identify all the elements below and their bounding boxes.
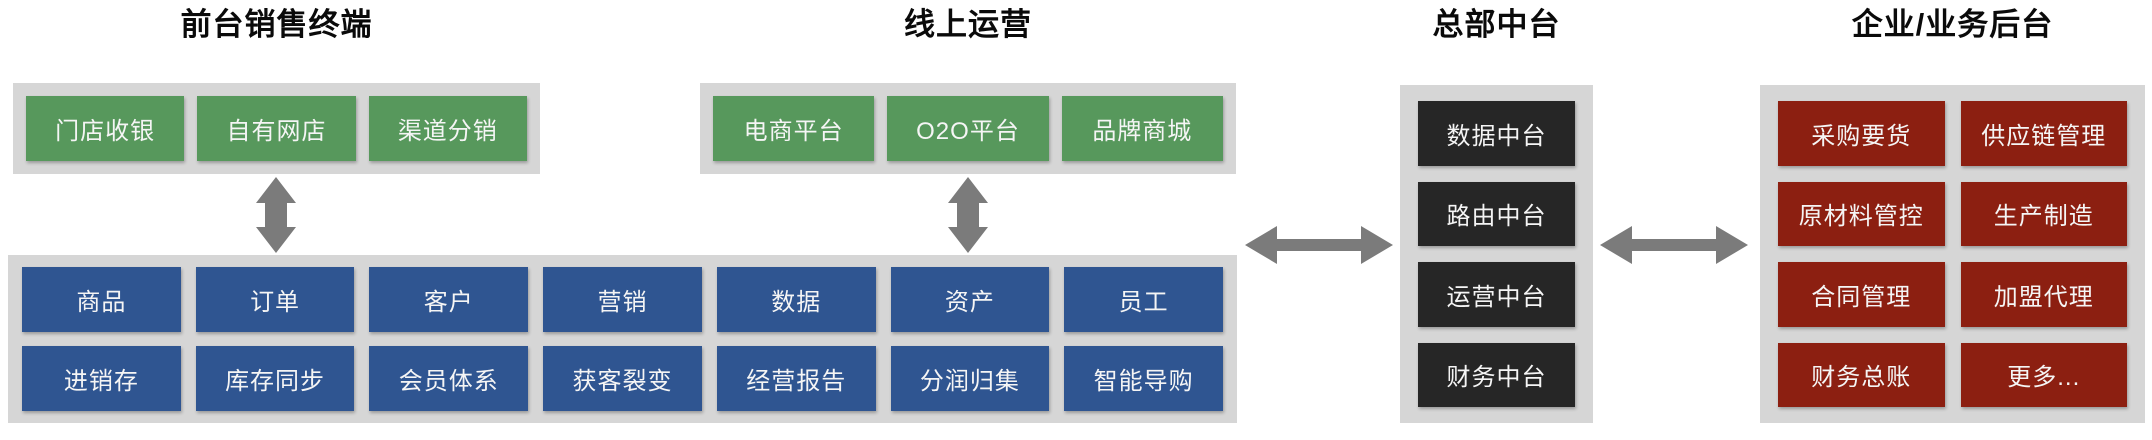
online-ops-box: 品牌商城 (1061, 96, 1223, 161)
front-terminal-box: 门店收银 (26, 96, 185, 161)
front-terminal-box: 渠道分销 (368, 96, 527, 161)
middle-platform-cell: 营销 (543, 267, 702, 332)
hq-platform-box: 数据中台 (1418, 101, 1575, 166)
online-ops-box: 电商平台 (713, 96, 875, 161)
backend-box: 合同管理 (1778, 262, 1945, 327)
section-title-online-ops: 线上运营 (904, 7, 1032, 42)
backend-box: 生产制造 (1960, 181, 2127, 246)
middle-platform-cell: 获客裂变 (543, 346, 702, 411)
backend-box: 原材料管控 (1778, 181, 1945, 246)
online-ops-box: O2O平台 (887, 96, 1049, 161)
middle-platform-cell: 数据 (716, 267, 876, 332)
middle-platform-cell: 商品 (22, 267, 181, 332)
front-terminal-panel: 门店收银 自有网店 渠道分销 (13, 83, 540, 174)
backend-box: 供应链管理 (1960, 101, 2127, 166)
hq-middle-panel: 数据中台 路由中台 运营中台 财务中台 (1400, 85, 1593, 423)
middle-platform-cell: 订单 (195, 267, 355, 332)
middle-platform-panel: 商品 订单 客户 营销 数据 资产 员工 进销存 库存同步 会员体系 获客裂变 … (8, 255, 1237, 423)
section-title-enterprise-backend: 企业/业务后台 (1851, 7, 2054, 42)
backend-box: 采购要货 (1778, 101, 1945, 166)
middle-platform-cell: 经营报告 (716, 346, 876, 411)
middle-platform-cell: 进销存 (22, 346, 181, 411)
middle-platform-cell: 分润归集 (890, 346, 1050, 411)
backend-box: 更多... (1960, 342, 2127, 407)
section-title-hq-middle: 总部中台 (1432, 7, 1561, 42)
hq-platform-box: 财务中台 (1418, 342, 1575, 407)
double-arrow-horizontal-icon (1600, 225, 1748, 265)
front-terminal-box: 自有网店 (197, 96, 356, 161)
double-arrow-vertical-icon (946, 177, 990, 253)
hq-platform-box: 运营中台 (1418, 262, 1575, 327)
online-ops-panel: 电商平台 O2O平台 品牌商城 (700, 83, 1236, 174)
middle-platform-cell: 库存同步 (195, 346, 355, 411)
middle-platform-cell: 智能导购 (1064, 346, 1223, 411)
middle-platform-cell: 客户 (369, 267, 529, 332)
double-arrow-vertical-icon (254, 177, 298, 253)
middle-platform-cell: 员工 (1064, 267, 1223, 332)
middle-platform-cell: 资产 (890, 267, 1050, 332)
hq-platform-box: 路由中台 (1418, 181, 1575, 246)
backend-box: 财务总账 (1778, 342, 1945, 407)
middle-platform-cell: 会员体系 (369, 346, 529, 411)
backend-box: 加盟代理 (1960, 262, 2127, 327)
double-arrow-horizontal-icon (1245, 225, 1393, 265)
section-title-front-terminal: 前台销售终端 (180, 7, 373, 42)
enterprise-backend-panel: 采购要货 供应链管理 原材料管控 生产制造 合同管理 加盟代理 财务总账 更多.… (1760, 85, 2145, 423)
